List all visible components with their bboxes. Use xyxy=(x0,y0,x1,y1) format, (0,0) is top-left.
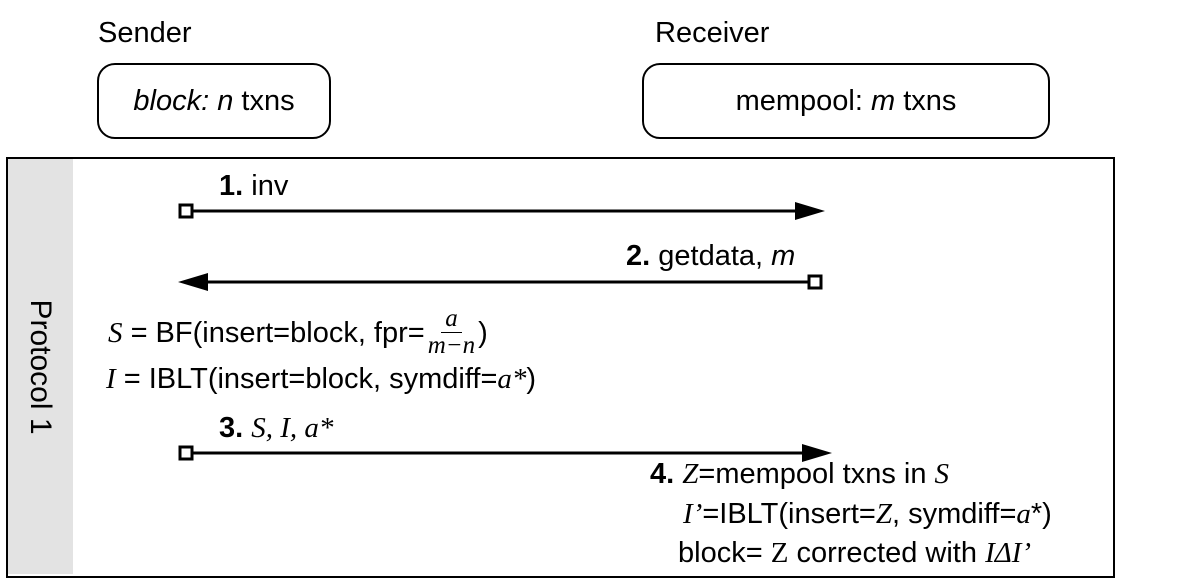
step4-corrected-text: corrected with xyxy=(788,537,986,569)
arrow-send-filters xyxy=(178,444,832,462)
step4-number: 4. xyxy=(650,458,675,490)
step4-s: S xyxy=(934,458,950,490)
step3-vars: S, I, a* xyxy=(251,412,334,444)
protocol-sidebar xyxy=(8,159,73,574)
bf-close: ) xyxy=(478,317,488,350)
receiver-heading: Receiver xyxy=(655,17,770,49)
iblt-equation: = IBLT(insert=block, symdiff= xyxy=(123,363,498,395)
arrow-inv xyxy=(178,202,825,220)
receiver-mempool-label: mempool: xyxy=(735,84,863,117)
fpr-numerator: a xyxy=(441,306,462,333)
step4-iprime: I’ xyxy=(683,498,703,530)
bf-var-s: S xyxy=(108,317,123,350)
step4-line3: block= Z corrected with IΔI’ xyxy=(678,537,1031,570)
step3-number: 3. xyxy=(219,412,244,444)
step1-label: 1. inv xyxy=(219,170,288,203)
sender-heading: Sender xyxy=(98,17,192,49)
step1-number: 1. xyxy=(219,170,244,202)
step4-line2: I’=IBLT(insert=Z, symdiff=a*) xyxy=(683,498,1052,531)
step2-text: getdata, xyxy=(658,240,764,272)
step4-iblt-text: =IBLT(insert= xyxy=(702,498,876,530)
step4-delta: IΔI’ xyxy=(985,537,1032,569)
iblt-close: ) xyxy=(526,363,537,395)
step4-z3: Z xyxy=(770,537,789,569)
step3-label: 3. S, I, a* xyxy=(219,412,333,445)
receiver-m-var: m xyxy=(870,84,896,117)
protocol-frame xyxy=(6,157,1115,578)
fpr-denominator: m−n xyxy=(427,332,476,359)
step4-symdiff-text: , symdiff= xyxy=(892,498,1017,530)
step4-z: Z xyxy=(682,458,699,490)
step2-var: m xyxy=(771,240,796,272)
receiver-txns-label: txns xyxy=(903,84,957,117)
iblt-line: I = IBLT(insert=block, symdiff=a*) xyxy=(106,363,536,396)
receiver-mempool-box: mempool: m txns xyxy=(642,63,1050,139)
step4-end: *) xyxy=(1030,498,1052,530)
step4-mempool-text: =mempool txns in xyxy=(698,458,927,490)
sender-block-label: block: xyxy=(133,84,210,117)
step4-line1: 4. Z=mempool txns in S xyxy=(650,458,949,491)
iblt-a-star: a* xyxy=(497,363,527,395)
sender-block-box: block: n txns xyxy=(97,63,331,139)
step1-text: inv xyxy=(251,170,289,202)
step4-z2: Z xyxy=(875,498,893,530)
sender-txns-label: txns xyxy=(241,84,295,117)
bf-equation: = BF(insert=block, fpr= xyxy=(130,317,425,350)
sender-n-var: n xyxy=(217,84,234,117)
step4-a: a xyxy=(1016,498,1031,530)
iblt-var-i: I xyxy=(106,363,116,395)
step2-label: 2. getdata, m xyxy=(626,240,795,273)
arrow-getdata xyxy=(178,273,823,291)
step2-number: 2. xyxy=(626,240,651,272)
step4-block-text: block= xyxy=(678,537,771,569)
